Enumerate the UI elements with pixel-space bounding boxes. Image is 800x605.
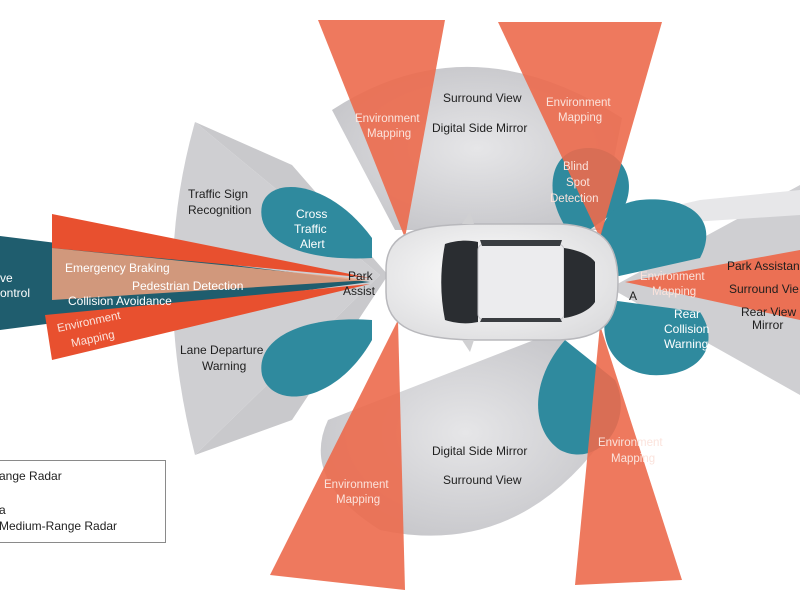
legend-long-range-radar: ange Radar <box>0 469 62 483</box>
label-cross-traffic-line1: Cross <box>296 207 327 221</box>
label-pedestrian-detection: Pedestrian Detection <box>132 279 243 293</box>
radar-lobe-rear-bottom <box>604 300 709 376</box>
label-env-mapping-rear-line1: Environment <box>640 271 705 283</box>
label-env-mapping-bottom-right-line1: Environment <box>598 437 663 449</box>
label-collision-avoidance: Collision Avoidance <box>68 294 172 308</box>
environment-mapping-front-beam <box>45 284 370 360</box>
label-adaptive-cruise-line2: ontrol <box>0 286 30 300</box>
label-blind-spot-line2: Spot <box>566 177 590 189</box>
label-surround-view-rear: Surround Vie <box>729 282 799 296</box>
label-env-mapping-bottom-left-line2: Mapping <box>336 494 380 506</box>
label-rear-collision-line2: Collision <box>664 322 709 336</box>
legend-camera: a <box>0 503 6 517</box>
label-lane-departure-line2: Warning <box>202 359 246 373</box>
radar-lobe-front-bottom <box>261 319 372 397</box>
legend-short-medium-range-radar: Medium-Range Radar <box>0 519 118 533</box>
label-adaptive-cruise-line1: ve <box>0 271 13 285</box>
label-env-mapping-bottom-left-line1: Environment <box>324 479 389 491</box>
label-surround-view-bottom: Surround View <box>443 473 522 487</box>
label-env-mapping-top-left-line1: Environment <box>355 113 420 125</box>
radar-lobe-front-top <box>261 186 372 259</box>
label-blind-spot-line1: Blind <box>563 161 589 173</box>
label-emergency-braking: Emergency Braking <box>65 261 170 275</box>
env-mapping-cone-bottom-right <box>575 325 682 585</box>
label-digital-side-mirror-top: Digital Side Mirror <box>432 121 527 135</box>
env-mapping-cone-bottom-left <box>270 320 405 590</box>
legend: ange Radar a Medium-Range Radar <box>0 460 166 543</box>
label-cross-traffic-line3: Alert <box>300 237 325 251</box>
label-env-mapping-top-right-line2: Mapping <box>558 112 602 124</box>
label-park-assist-front-line1: Park <box>348 269 374 283</box>
label-blind-spot-line3: Detection <box>550 193 599 205</box>
label-cross-traffic-line2: Traffic <box>294 222 327 236</box>
label-rear-collision-line3: Warning <box>664 337 708 351</box>
env-mapping-cone-top-right <box>498 22 662 238</box>
label-park-assist-front-line2: Assist <box>343 284 376 298</box>
label-env-mapping-top-right-line1: Environment <box>546 97 611 109</box>
label-rear-view-mirror-line1: Rear View <box>741 305 796 319</box>
label-rear-collision-line1: Rear <box>674 307 700 321</box>
label-env-mapping-rear-line2: Mapping <box>652 286 696 298</box>
env-mapping-cone-top-left <box>318 20 445 238</box>
label-park-assistance-rear: Park Assistanc <box>727 259 800 273</box>
label-env-mapping-top-left-line2: Mapping <box>367 128 411 140</box>
front-beam-light <box>52 248 370 300</box>
emergency-braking-beam <box>52 214 370 278</box>
env-mapping-cone-rear <box>625 250 800 320</box>
car-top-view <box>385 212 619 352</box>
label-digital-side-mirror-bottom: Digital Side Mirror <box>432 444 527 458</box>
label-traffic-sign-line1: Traffic Sign <box>188 187 248 201</box>
label-env-mapping-bottom-right-line2: Mapping <box>611 453 655 465</box>
label-rear-view-mirror-line2: Mirror <box>752 318 783 332</box>
label-surround-view-top: Surround View <box>443 91 522 105</box>
label-lane-departure-line1: Lane Departure <box>180 343 264 357</box>
radar-lobe-rear-top <box>600 199 707 278</box>
label-traffic-sign-line2: Recognition <box>188 203 251 217</box>
label-rear-partial: A <box>629 289 637 303</box>
